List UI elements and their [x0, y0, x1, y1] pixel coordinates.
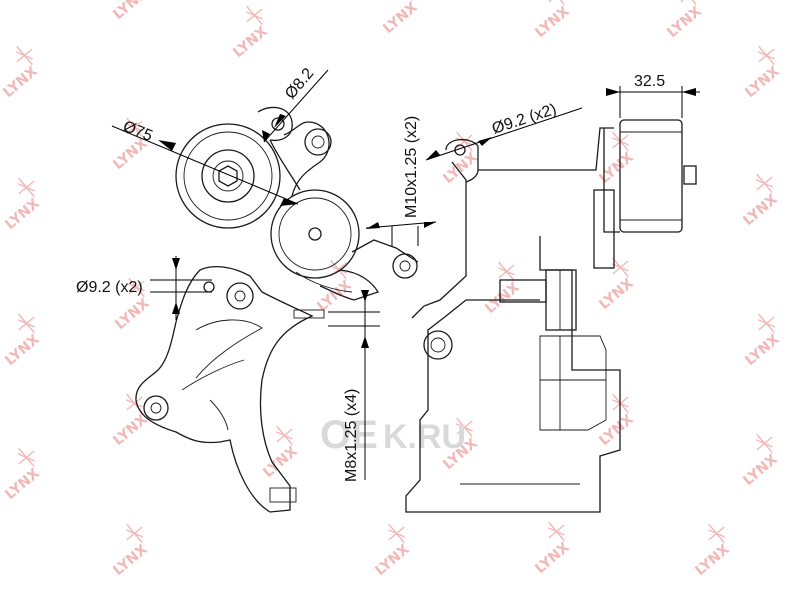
watermark-mark: LYNX — [372, 523, 413, 579]
label-32-5: 32.5 — [634, 73, 665, 90]
label-m8: M8x1.25 (x4) — [343, 389, 360, 482]
svg-text:LYNX: LYNX — [692, 541, 733, 579]
svg-text:LYNX: LYNX — [532, 539, 573, 577]
watermark-mark: LYNX — [2, 447, 43, 503]
svg-text:K.RU: K.RU — [383, 418, 466, 456]
pulley-side — [619, 119, 683, 233]
watermark-mark: LYNX — [314, 259, 355, 315]
arm-lug — [257, 106, 293, 142]
label-d8-2: Ø8.2 — [282, 65, 317, 103]
svg-text:LYNX: LYNX — [230, 23, 271, 61]
watermark-mark: LYNX — [742, 313, 783, 369]
watermark-mark: LYNX — [692, 523, 733, 579]
tensioner-body — [270, 189, 360, 279]
svg-text:LYNX: LYNX — [112, 295, 153, 333]
watermark-mark: LYNX — [664, 0, 705, 41]
pulley-hex-bolt — [218, 165, 238, 187]
watermark-mark: LYNX — [380, 0, 421, 37]
watermark-mark: LYNX — [2, 313, 43, 369]
watermark-mark: LYNX — [596, 131, 637, 187]
stud — [269, 487, 297, 503]
svg-text:LYNX: LYNX — [2, 465, 43, 503]
pulley-hub — [201, 149, 255, 203]
svg-text:LYNX: LYNX — [742, 63, 783, 101]
watermark-mark: LYNX — [532, 0, 573, 41]
svg-text:OE: OE — [320, 413, 378, 457]
side-view — [405, 119, 697, 513]
mount-boss-right — [392, 253, 418, 279]
watermark-mark: LYNX — [0, 45, 41, 101]
site-logo: OE K.RU — [320, 413, 466, 457]
svg-text:LYNX: LYNX — [740, 451, 781, 489]
label-m10: M10x1.25 (x2) — [403, 116, 420, 218]
bolt-head — [683, 165, 697, 185]
pulley-groove — [183, 131, 273, 221]
svg-text:LYNX: LYNX — [532, 3, 573, 41]
pulley-outer — [175, 123, 281, 229]
watermark-mark: LYNX — [742, 45, 783, 101]
svg-text:LYNX: LYNX — [742, 331, 783, 369]
watermark-mark: LYNX — [532, 521, 573, 577]
svg-text:LYNX: LYNX — [110, 0, 151, 23]
label-d9-2-top: Ø9.2 (x2) — [490, 101, 559, 138]
svg-text:LYNX: LYNX — [314, 277, 355, 315]
svg-text:LYNX: LYNX — [372, 541, 413, 579]
svg-text:LYNX: LYNX — [596, 149, 637, 187]
svg-text:LYNX: LYNX — [482, 279, 523, 317]
bracket-boss-2 — [143, 395, 169, 421]
svg-text:LYNX: LYNX — [596, 275, 637, 313]
label-d9-2-left: Ø9.2 (x2) — [76, 279, 143, 296]
svg-text:LYNX: LYNX — [110, 541, 151, 579]
lug-hole — [271, 117, 285, 131]
svg-text:LYNX: LYNX — [664, 3, 705, 41]
svg-text:LYNX: LYNX — [740, 191, 781, 229]
svg-text:LYNX: LYNX — [2, 195, 43, 233]
watermark-mark: LYNX — [230, 5, 271, 61]
svg-text:LYNX: LYNX — [2, 331, 43, 369]
svg-text:LYNX: LYNX — [0, 63, 41, 101]
watermark-mark: LYNX — [740, 173, 781, 229]
side-dimensions: Ø9.2 (x2) 32.5 — [425, 73, 700, 161]
side-body — [405, 236, 621, 513]
pulley-bearing — [212, 160, 244, 192]
svg-text:LYNX: LYNX — [596, 411, 637, 449]
front-view — [135, 106, 419, 513]
watermark-mark: LYNX — [596, 393, 637, 449]
side-boss — [423, 330, 453, 360]
watermark-mark: LYNX — [110, 0, 151, 23]
upper-boss — [304, 128, 332, 156]
mounting-bracket — [135, 265, 314, 513]
svg-text:LYNX: LYNX — [380, 0, 421, 37]
watermark-mark: LYNX — [740, 433, 781, 489]
hole-9-2-left — [203, 281, 215, 293]
bolt-sketch — [293, 309, 325, 319]
watermark-mark: LYNX — [260, 425, 301, 481]
watermark-mark: LYNX — [2, 177, 43, 233]
bracket-boss-1 — [226, 282, 254, 310]
watermark-mark: LYNX — [110, 523, 151, 579]
